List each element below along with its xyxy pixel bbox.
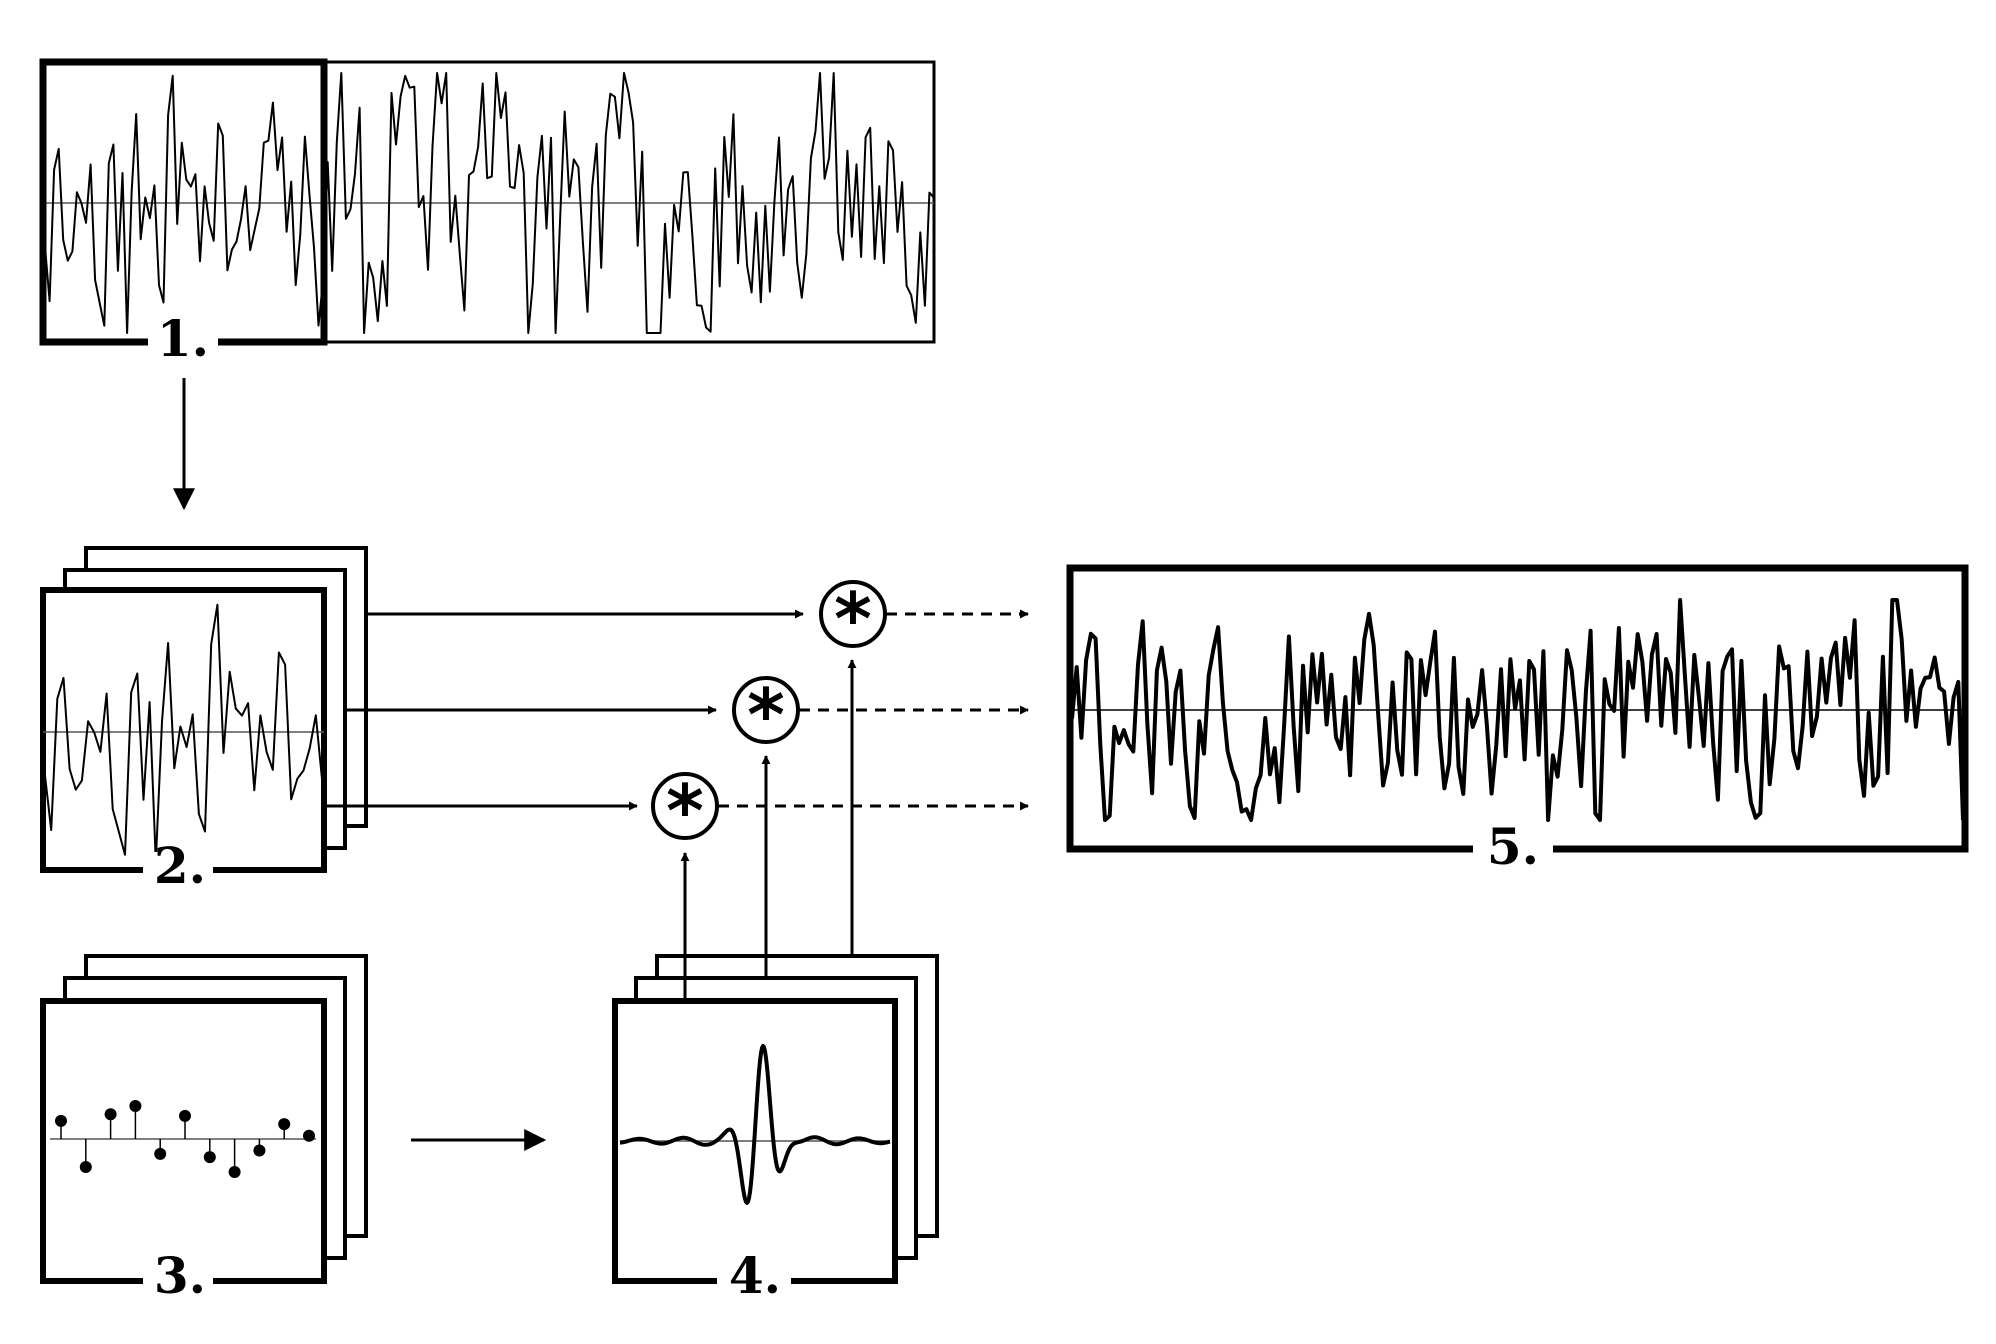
stem-marker [55, 1114, 67, 1127]
panel-1-waveform [44, 72, 934, 334]
panel-5-frame [1066, 564, 1969, 853]
panel-4-label: 4. [729, 1246, 781, 1305]
stem-marker [253, 1144, 266, 1157]
svg-text:*: * [666, 769, 704, 853]
panel-4-kernels: 4. [612, 954, 939, 1305]
stem-marker [179, 1109, 191, 1122]
stem-marker [303, 1129, 315, 1142]
panel-5-label: 5. [1487, 817, 1539, 876]
panel-4-kernel-waveform [619, 1044, 891, 1205]
panel-1-outer-frame [41, 60, 936, 344]
stem-marker [228, 1166, 241, 1178]
stem-marker [104, 1108, 117, 1121]
convolution-operator-icon: * [651, 769, 719, 853]
panel-3-front-frame [40, 998, 327, 1284]
panel-1-label: 1. [157, 309, 209, 368]
panel-3-label: 3. [154, 1246, 206, 1305]
stem-marker [278, 1118, 291, 1131]
panel-2-label: 2. [154, 836, 206, 895]
svg-text:*: * [747, 673, 785, 757]
segment-arrows [324, 609, 804, 811]
convolution-operator-icon: * [819, 577, 887, 661]
stem-marker [154, 1147, 167, 1160]
svg-text:*: * [834, 577, 872, 661]
panel-2-segments: 2. [40, 546, 368, 895]
panel-2-waveform [44, 603, 323, 863]
panel-5-waveform [1070, 598, 1963, 822]
stem-marker [203, 1151, 216, 1164]
output-dashed-arrows [718, 609, 1029, 811]
panel-1-signal: 1. [39, 58, 936, 368]
stem-marker [79, 1161, 92, 1174]
panel-3-stem-plot [55, 1100, 315, 1178]
convolution-operator-icon: * [732, 673, 800, 757]
stem-marker [129, 1100, 142, 1112]
panel-2-front-frame [40, 587, 327, 873]
kernel-arrows [680, 659, 857, 1001]
panel-5-output-signal: 5. [1066, 564, 1969, 876]
panel-3-coefficients: 3. [40, 954, 368, 1305]
